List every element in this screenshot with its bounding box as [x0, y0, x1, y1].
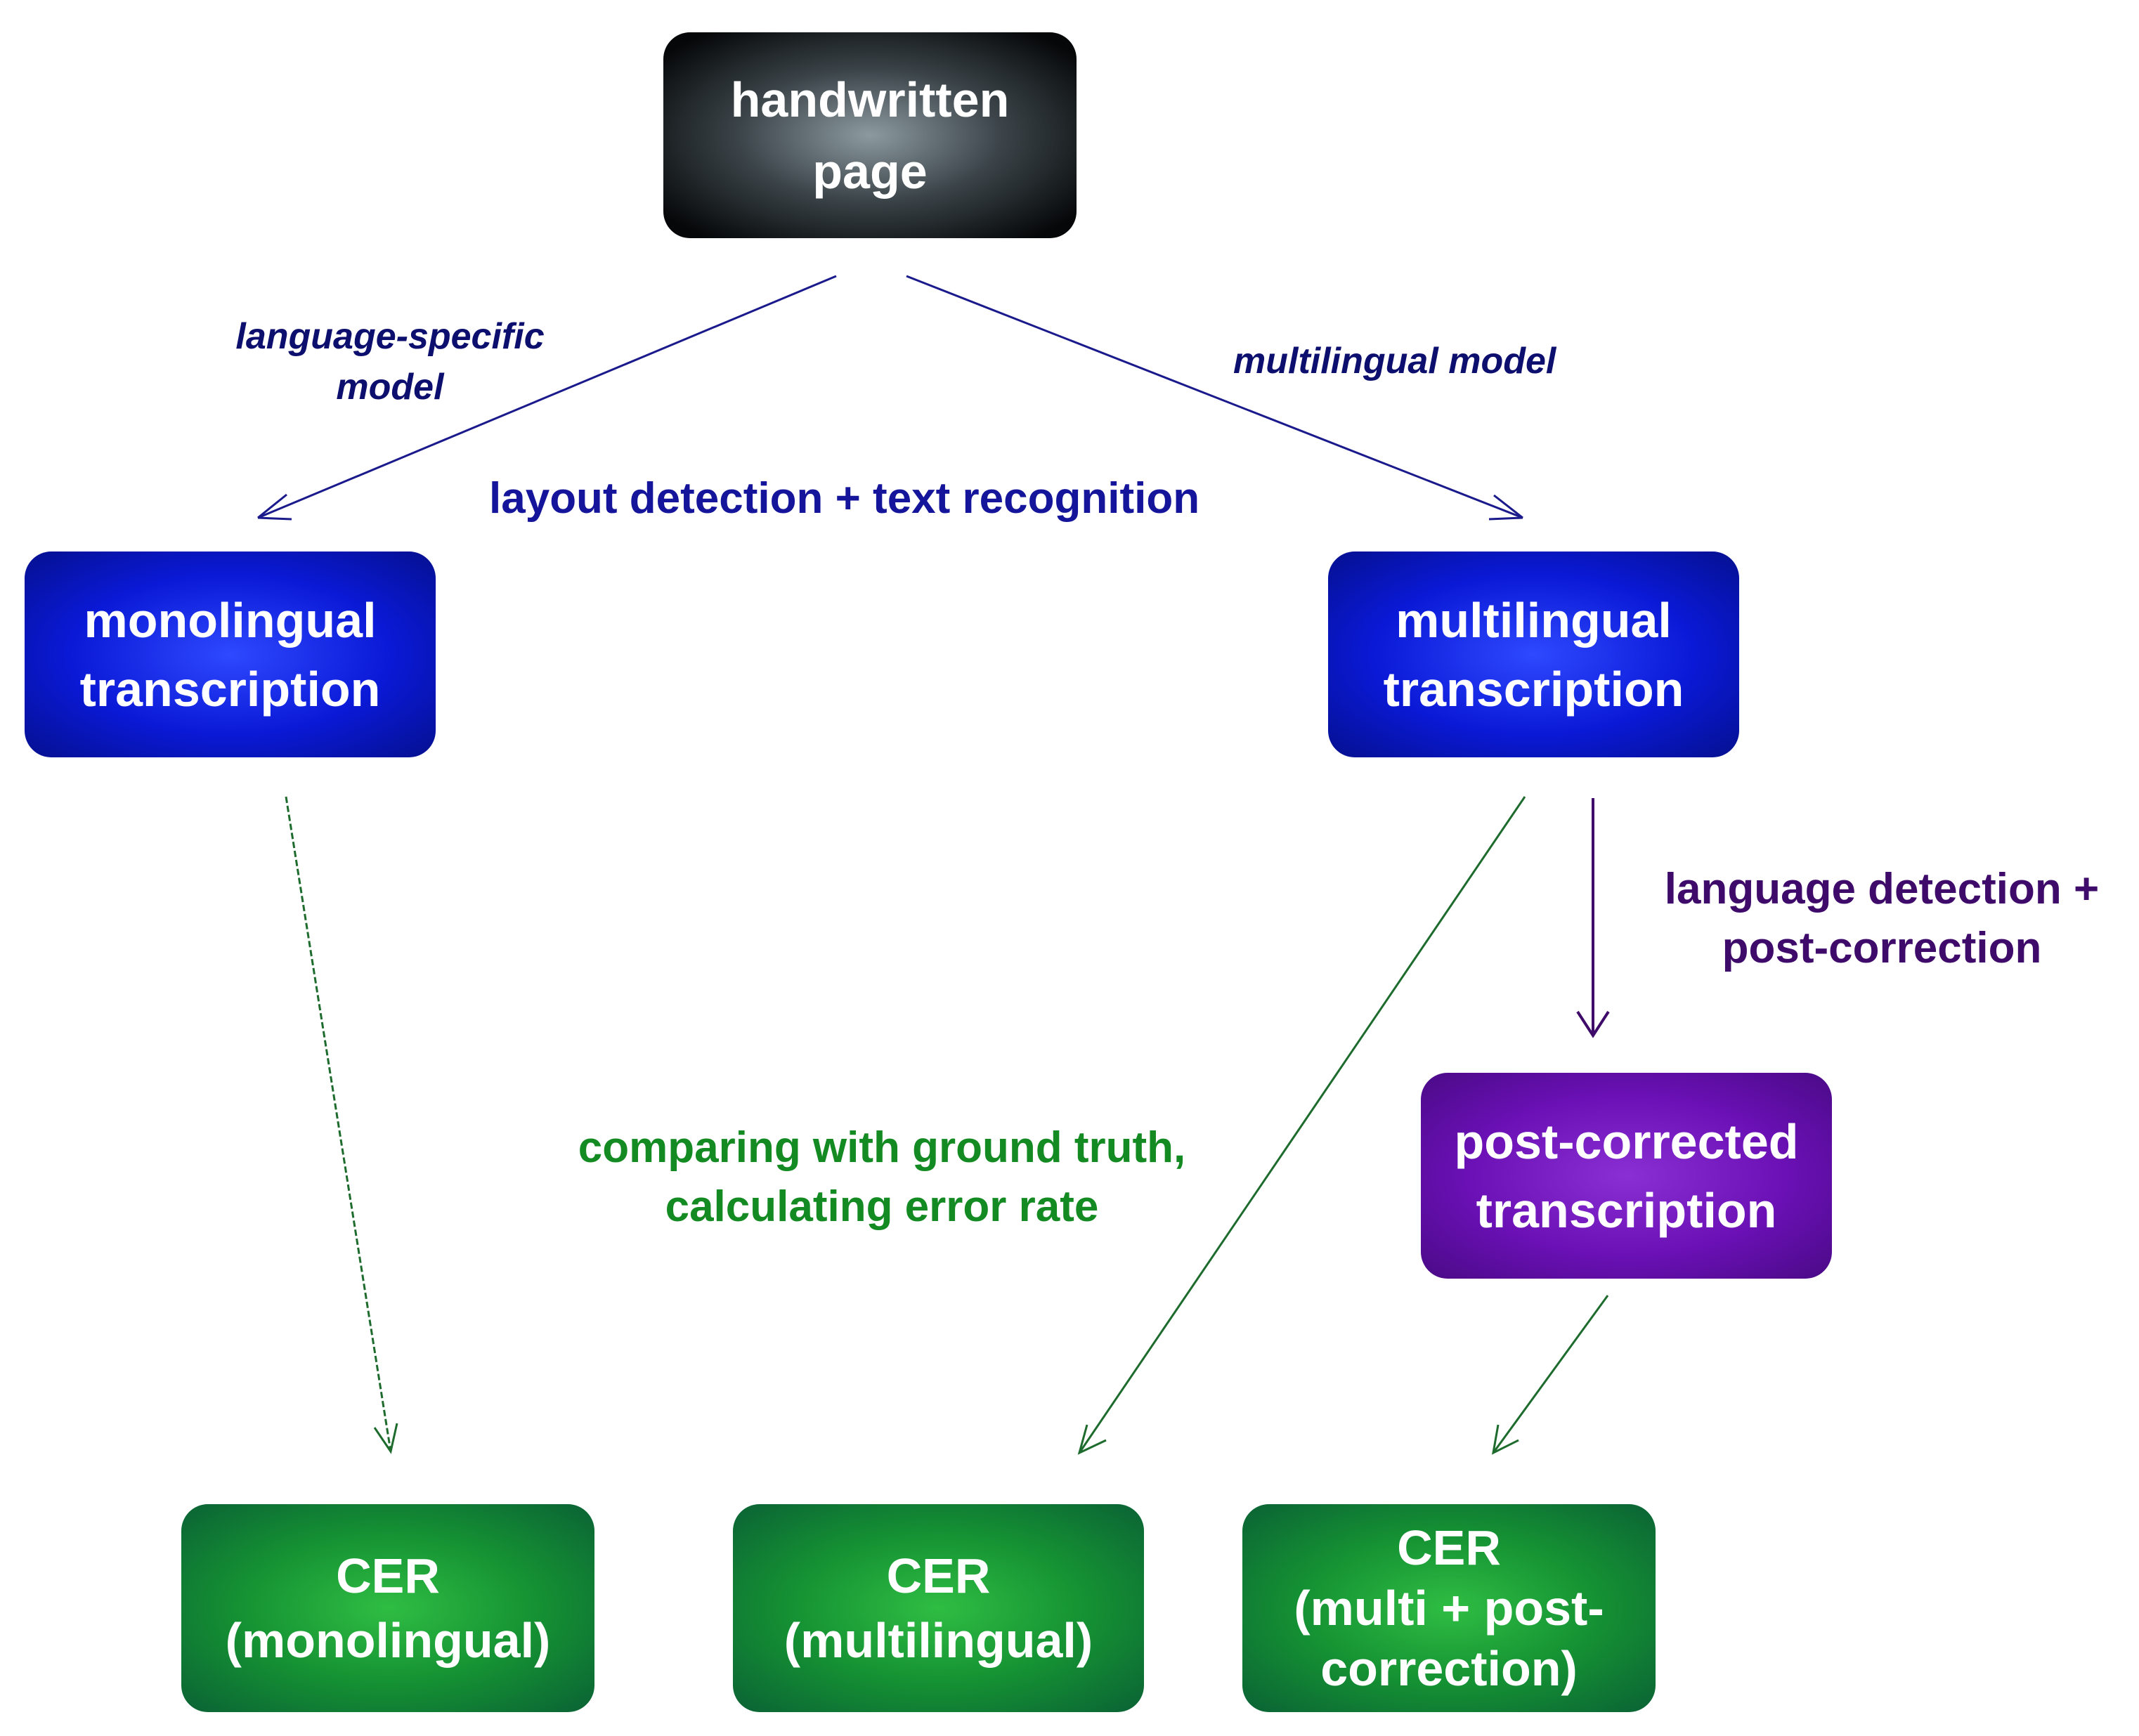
node-label: CER	[1397, 1520, 1501, 1575]
arrow-to-monolingual	[257, 275, 837, 521]
node-cer-multilingual: CER (multilingual)	[733, 1504, 1144, 1712]
node-label: transcription	[79, 661, 381, 717]
label-line: model	[336, 367, 444, 407]
label-line: calculating error rate	[665, 1182, 1099, 1231]
node-monolingual-transcription: monolingual transcription	[25, 552, 436, 757]
node-label: page	[812, 143, 928, 199]
node-post-corrected-transcription: post-corrected transcription	[1421, 1073, 1832, 1279]
node-multilingual-transcription: multilingual transcription	[1328, 552, 1739, 757]
label-line: post-correction	[1722, 924, 2042, 972]
label-layout-detection: layout detection + text recognition	[489, 471, 1199, 527]
node-label: (multi + post-	[1294, 1581, 1604, 1636]
label-multilingual-model: multilingual model	[1233, 336, 1556, 386]
arrow-to-multilingual	[906, 275, 1523, 521]
node-label: multilingual	[1396, 592, 1672, 648]
node-cer-monolingual: CER (monolingual)	[181, 1504, 594, 1712]
label-language-specific-model: language-specific model	[211, 311, 569, 412]
node-label: CER	[886, 1548, 991, 1603]
label-line: language detection +	[1664, 865, 2100, 913]
label-language-detection: language detection + post-correction	[1629, 860, 2135, 978]
node-label: (multilingual)	[784, 1613, 1093, 1668]
node-label: correction)	[1320, 1641, 1578, 1696]
node-label: monolingual	[84, 592, 377, 648]
node-label: (monolingual)	[225, 1613, 551, 1668]
node-label: transcription	[1476, 1182, 1777, 1238]
label-line: layout detection + text recognition	[489, 474, 1200, 523]
node-label: transcription	[1383, 661, 1684, 717]
arrow-to-cer-multilingual	[1077, 796, 1526, 1455]
node-label: handwritten	[730, 72, 1010, 127]
node-label: post-corrected	[1454, 1114, 1799, 1169]
label-line: language-specific	[235, 316, 545, 357]
node-handwritten-page: handwritten page	[663, 32, 1077, 238]
label-line: multilingual model	[1233, 341, 1556, 381]
arrow-to-post-corrected	[1576, 798, 1610, 1038]
arrow-to-cer-post-correction	[1492, 1295, 1609, 1455]
arrow-to-cer-monolingual	[285, 796, 398, 1454]
node-label: CER	[336, 1548, 440, 1603]
node-cer-multi-post-correction: CER (multi + post- correction)	[1242, 1504, 1656, 1712]
label-comparing-ground-truth: comparing with ground truth, calculating…	[524, 1118, 1240, 1236]
label-line: comparing with ground truth,	[578, 1123, 1186, 1172]
